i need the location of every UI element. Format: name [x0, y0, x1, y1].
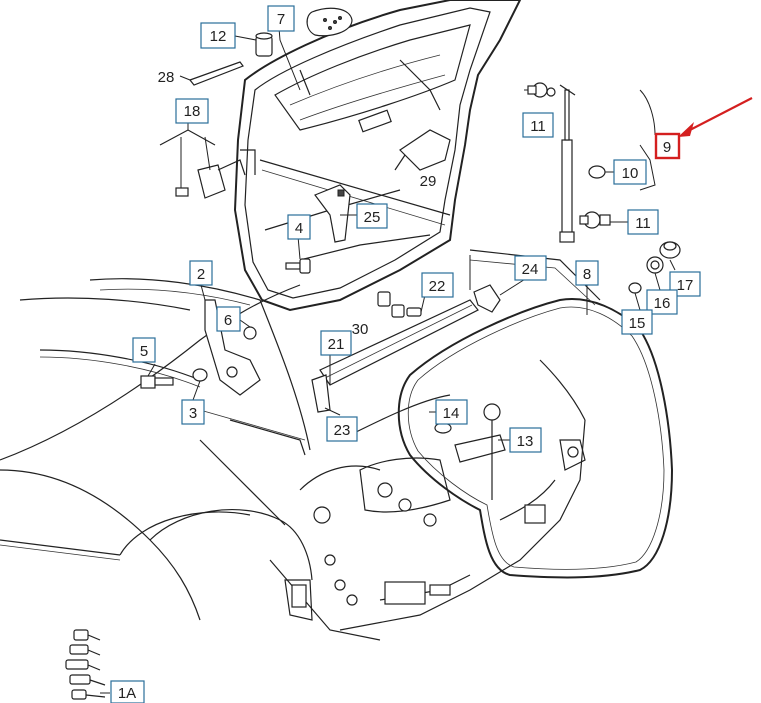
callout-11-top-label: 11 — [530, 118, 546, 135]
callout-2: 2 — [189, 260, 213, 286]
part-29-bracket — [394, 129, 451, 171]
callout-3-label: 3 — [189, 405, 197, 422]
callout-24: 24 — [514, 255, 547, 281]
callout-13-label: 13 — [517, 433, 534, 450]
callout-23: 23 — [326, 416, 358, 442]
callout-1a: 1A — [110, 680, 145, 703]
part-16-nut — [646, 256, 664, 274]
callout-3: 3 — [181, 399, 205, 425]
callout-5-label: 5 — [140, 343, 148, 360]
callout-12-label: 12 — [210, 28, 227, 45]
callout-14-label: 14 — [443, 405, 460, 422]
callout-4-label: 4 — [295, 220, 303, 237]
label-29: 29 — [420, 173, 437, 190]
callout-2-label: 2 — [197, 266, 205, 283]
label-30: 30 — [352, 321, 369, 338]
callout-10: 10 — [613, 159, 647, 185]
part-11-clip-top — [527, 82, 556, 98]
callout-10-label: 10 — [622, 165, 639, 182]
leader-lines — [100, 27, 676, 694]
callout-1a-label: 1A — [118, 685, 136, 702]
callout-14: 14 — [435, 399, 468, 425]
callout-11-bottom: 11 — [627, 209, 659, 235]
part-1a-screws — [65, 629, 106, 700]
callout-7: 7 — [267, 5, 295, 32]
part-25-cover — [314, 184, 351, 243]
callout-9-label: 9 — [663, 139, 671, 156]
part-30-stops — [377, 291, 405, 318]
part-17-buffer — [659, 241, 681, 259]
tailgate — [233, 0, 522, 312]
gas-strut — [559, 84, 576, 243]
callout-6: 6 — [216, 306, 241, 332]
part-7-cap — [306, 7, 353, 37]
callout-6-label: 6 — [224, 312, 232, 329]
part-24-bracket — [473, 284, 501, 313]
callout-25-label: 25 — [364, 209, 381, 226]
callout-7-label: 7 — [277, 11, 285, 28]
label-28: 28 — [158, 69, 175, 86]
part-4-bolt — [285, 258, 311, 274]
part-11-clip-bottom — [579, 211, 611, 229]
callout-15: 15 — [621, 309, 653, 335]
callout-12: 12 — [200, 22, 236, 49]
callout-8: 8 — [575, 260, 599, 286]
part-13-bracket — [454, 403, 506, 500]
part-22-spring — [406, 307, 422, 317]
part-28-strip — [189, 61, 244, 86]
callout-21: 21 — [320, 330, 352, 356]
callout-15-label: 15 — [629, 315, 646, 332]
callout-18-label: 18 — [184, 103, 201, 120]
callout-9: 9 — [654, 132, 681, 160]
callout-5: 5 — [132, 337, 156, 363]
part-3-washer — [192, 368, 208, 382]
callout-11-bottom-label: 11 — [635, 215, 651, 232]
callout-23-label: 23 — [334, 422, 351, 439]
car-body-outline — [0, 249, 601, 641]
part-15-washer — [628, 282, 642, 294]
callout-4: 4 — [287, 214, 311, 240]
callout-25: 25 — [356, 203, 388, 229]
part-6-nut — [243, 326, 257, 340]
part-18-hinge — [159, 120, 246, 199]
callout-21-label: 21 — [328, 336, 345, 353]
highlight-arrow — [678, 97, 753, 137]
callout-17-label: 17 — [677, 277, 694, 294]
callout-22-label: 22 — [429, 278, 446, 295]
callout-11-top: 11 — [522, 112, 554, 138]
callout-8-label: 8 — [583, 266, 591, 283]
callout-18: 18 — [175, 98, 209, 124]
callout-22: 22 — [421, 272, 454, 298]
callout-24-label: 24 — [522, 261, 539, 278]
part-8-seal — [397, 298, 674, 579]
part-10-cap — [588, 165, 606, 179]
callout-13: 13 — [509, 427, 542, 453]
callout-16-label: 16 — [654, 295, 671, 312]
part-12-bump-stop — [255, 32, 273, 57]
part-5-bolt — [140, 375, 174, 389]
